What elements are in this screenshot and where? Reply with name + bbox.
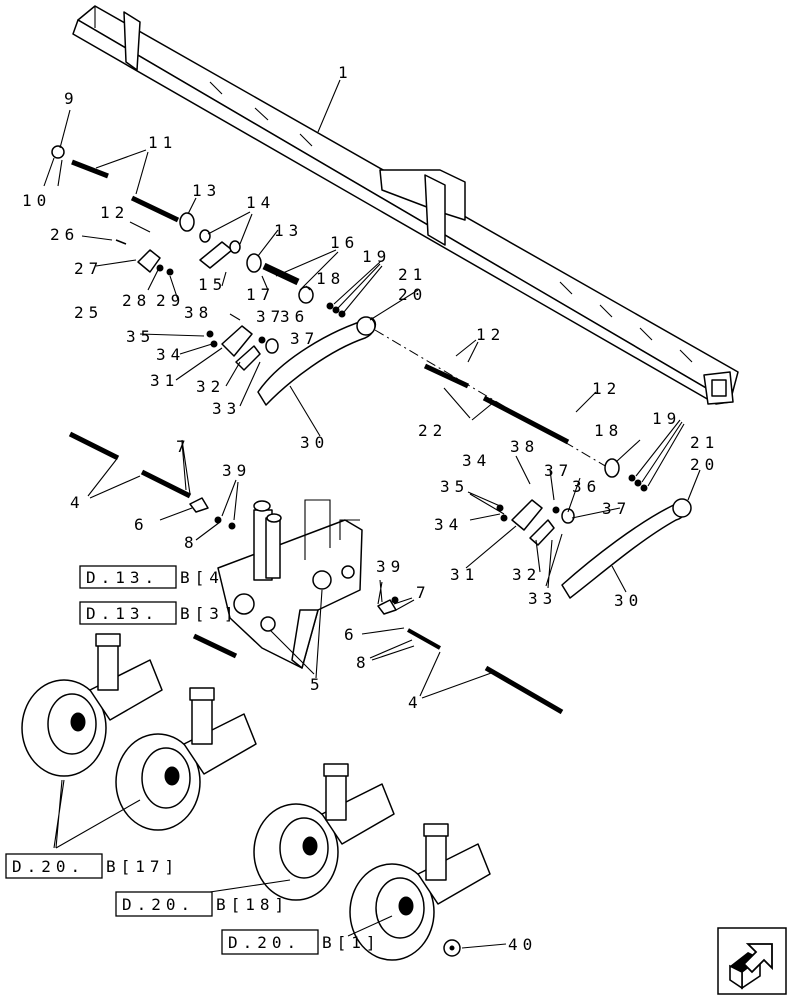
callout-20: 20	[690, 455, 719, 474]
reference-rest-text[interactable]: B[1]	[322, 933, 381, 952]
callout-34: 34	[434, 515, 463, 534]
callout-37: 37	[544, 461, 573, 480]
callout-22: 22	[418, 421, 447, 440]
callout-13: 13	[274, 221, 303, 240]
callout-17: 17	[246, 285, 275, 304]
gearbox-assembly	[217, 499, 363, 669]
sprocket-40	[443, 939, 461, 957]
reference-link-d20-b1[interactable]: D.20. B[1]	[221, 929, 381, 955]
reference-box-text[interactable]: D.20.	[122, 895, 195, 914]
callout-6: 6	[134, 515, 149, 534]
callout-39: 39	[376, 557, 405, 576]
callout-38: 38	[510, 437, 539, 456]
callout-7: 7	[176, 437, 191, 456]
callout-31: 31	[150, 371, 179, 390]
callout-19: 19	[652, 409, 681, 428]
callout-30: 30	[300, 433, 329, 452]
reference-rest-text[interactable]: B[17]	[106, 857, 179, 876]
gauge-wheel-4	[349, 823, 491, 961]
callout-37: 37	[290, 329, 319, 348]
reference-link-d13-b4[interactable]: D.13. B[4	[79, 565, 224, 589]
callout-12: 12	[100, 203, 129, 222]
reference-link-d20-b17[interactable]: D.20. B[17]	[5, 853, 179, 879]
callout-13: 13	[192, 181, 221, 200]
left-shafts	[68, 431, 238, 659]
callout-35: 35	[126, 327, 155, 346]
next-page-arrow-icon[interactable]	[729, 943, 773, 990]
reference-box-text[interactable]: D.13.	[86, 568, 159, 587]
reference-rest-text[interactable]: B[4	[180, 568, 224, 587]
main-frame-beam	[72, 5, 739, 405]
callout-4: 4	[70, 493, 85, 512]
reference-rest-text[interactable]: B[3]	[180, 604, 239, 623]
callout-15: 15	[198, 275, 227, 294]
callout-40: 40	[508, 935, 537, 954]
callout-1: 1	[338, 63, 353, 82]
callout-6: 6	[344, 625, 359, 644]
callout-21: 21	[398, 265, 427, 284]
callout-32: 32	[196, 377, 225, 396]
gauge-wheel-1	[21, 633, 163, 777]
callout-37: 37	[256, 307, 285, 326]
callout-29: 29	[156, 291, 185, 310]
callout-12: 12	[592, 379, 621, 398]
callout-18: 18	[316, 269, 345, 288]
reference-box-text[interactable]: D.20.	[228, 933, 301, 952]
reference-rest-text[interactable]: B[18]	[216, 895, 289, 914]
upper-chain-assembly	[206, 316, 613, 471]
leader-lines	[43, 79, 701, 949]
callout-4: 4	[408, 693, 423, 712]
callout-11: 11	[148, 133, 177, 152]
gauge-wheel-2	[115, 687, 257, 831]
callout-35: 35	[440, 477, 469, 496]
callout-14: 14	[246, 193, 275, 212]
reference-box-text[interactable]: D.20.	[12, 857, 85, 876]
callout-38: 38	[184, 303, 213, 322]
callout-19: 19	[362, 247, 391, 266]
callout-37: 37	[602, 499, 631, 518]
center-shafts	[423, 363, 648, 492]
callout-31: 31	[450, 565, 479, 584]
callout-20: 20	[398, 285, 427, 304]
callout-9: 9	[64, 89, 79, 108]
next-page-button[interactable]	[717, 927, 787, 995]
callout-33: 33	[528, 589, 557, 608]
callout-5: 5	[310, 675, 325, 694]
callout-39: 39	[222, 461, 251, 480]
callout-18: 18	[594, 421, 623, 440]
callout-34: 34	[156, 345, 185, 364]
reference-link-d20-b18[interactable]: D.20. B[18]	[115, 891, 289, 917]
callout-12: 12	[476, 325, 505, 344]
callout-8: 8	[356, 653, 371, 672]
callout-33: 33	[212, 399, 241, 418]
callout-28: 28	[122, 291, 151, 310]
right-chain-assembly	[496, 498, 692, 599]
callout-labels: 1 9 10 11 12 13 14 13 16 26 27 15 17 18 …	[22, 63, 719, 954]
callout-7: 7	[416, 583, 431, 602]
callout-30: 30	[614, 591, 643, 610]
callout-26: 26	[50, 225, 79, 244]
callout-25: 25	[74, 303, 103, 322]
reference-link-d13-b3[interactable]: D.13. B[3]	[79, 601, 239, 625]
callout-21: 21	[690, 433, 719, 452]
callout-8: 8	[184, 533, 199, 552]
reference-box-text[interactable]: D.13.	[86, 604, 159, 623]
callout-10: 10	[22, 191, 51, 210]
gauge-wheel-3	[253, 763, 395, 901]
callout-27: 27	[74, 259, 103, 278]
callout-34: 34	[462, 451, 491, 470]
callout-36: 36	[280, 307, 309, 326]
callout-36: 36	[572, 477, 601, 496]
right-shafts	[377, 596, 564, 715]
callout-32: 32	[512, 565, 541, 584]
callout-16: 16	[330, 233, 359, 252]
